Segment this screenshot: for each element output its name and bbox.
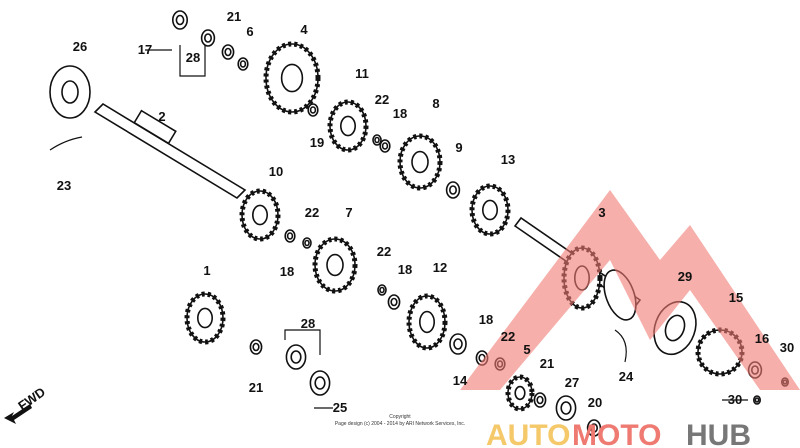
collar [237, 57, 249, 71]
part-number-label: 21 [227, 9, 241, 24]
part-number-label: 26 [73, 39, 87, 54]
gear-1 [184, 291, 226, 345]
automotohub-watermark-logo: AUTO MOTO HUB [460, 190, 800, 448]
part-number-label: 21 [249, 380, 263, 395]
part-number-label: 12 [433, 260, 447, 275]
part-number-label: 11 [355, 66, 369, 81]
part-number-label: 4 [300, 22, 308, 37]
part-number-label: 22 [375, 92, 389, 107]
gear-12 [406, 293, 448, 351]
leader-lines [145, 45, 748, 409]
washer [379, 139, 391, 153]
part-number-label: 20 [588, 395, 602, 410]
copyright-title: Copyright [389, 414, 411, 420]
part-number-label: 23 [57, 178, 71, 193]
circlip [377, 284, 387, 296]
part-number-label: 9 [455, 140, 462, 155]
part-number-label: 28 [186, 50, 200, 65]
collar [586, 419, 602, 437]
circlip-24 [614, 329, 627, 363]
fwd-label: FWD [15, 384, 48, 413]
part-number-label: 6 [246, 24, 253, 39]
watermark-moto: MOTO [572, 419, 661, 448]
washer [221, 44, 235, 60]
watermark-hub: HUB [686, 419, 751, 448]
bushing [309, 370, 331, 396]
bushing [445, 181, 461, 199]
part-number-label: 17 [138, 42, 152, 57]
part-number-label: 13 [501, 152, 515, 167]
part-number-label: 28 [301, 316, 315, 331]
part-number-label: 18 [393, 106, 407, 121]
bushing [172, 10, 189, 30]
washer [307, 103, 319, 117]
part-number-label: 3 [598, 205, 605, 220]
circlip-23 [49, 136, 83, 151]
gear-4 [263, 41, 321, 115]
copyright-text: Page design (c) 2004 - 2014 by ARI Netwo… [334, 421, 466, 427]
gear-11 [327, 99, 369, 153]
part-number-label: 14 [453, 373, 468, 388]
gear-7 [312, 236, 358, 294]
needle-bearing [449, 333, 467, 355]
part-number-label: 10 [269, 164, 283, 179]
part-number-label: 7 [345, 205, 352, 220]
bearing-26 [49, 65, 91, 119]
part-number-label: 29 [678, 269, 692, 284]
part-number-label: 18 [398, 262, 412, 277]
part-number-label: 19 [310, 135, 324, 150]
needle-bearing [200, 29, 216, 47]
part-number-label: 18 [479, 312, 493, 327]
circlip [372, 134, 382, 146]
part-number-label: 16 [755, 331, 769, 346]
circlip [302, 237, 312, 249]
part-number-label: 21 [540, 356, 554, 371]
bolt [752, 395, 761, 405]
part-number-label: 30 [780, 340, 794, 355]
part-number-label: 1 [203, 263, 210, 278]
main-shaft [93, 102, 247, 200]
part-number-label: 22 [305, 205, 319, 220]
gear-5 [505, 374, 535, 412]
washer [387, 294, 401, 310]
watermark-auto: AUTO [486, 419, 570, 448]
gear-10 [239, 188, 281, 242]
part-number-label: 15 [729, 290, 743, 305]
part-number-label: 5 [523, 342, 530, 357]
washer [533, 392, 547, 408]
part-number-label: 18 [280, 264, 294, 279]
part-number-label: 30 [728, 392, 742, 407]
part-number-label: 2 [158, 109, 165, 124]
part-number-label: 24 [619, 369, 634, 384]
part-number-label: 22 [501, 329, 515, 344]
gear-13 [469, 183, 511, 237]
forward-direction-indicator: FWD [4, 384, 48, 424]
part-number-label: 25 [333, 400, 347, 415]
part-number-label: 22 [377, 244, 391, 259]
part-number-label: 27 [565, 375, 579, 390]
part-number-label: 8 [432, 96, 439, 111]
washer [249, 339, 263, 355]
gear-8 [397, 133, 443, 191]
washer [284, 229, 296, 243]
needle-bearing [285, 344, 307, 370]
needle-bearing [555, 395, 577, 421]
